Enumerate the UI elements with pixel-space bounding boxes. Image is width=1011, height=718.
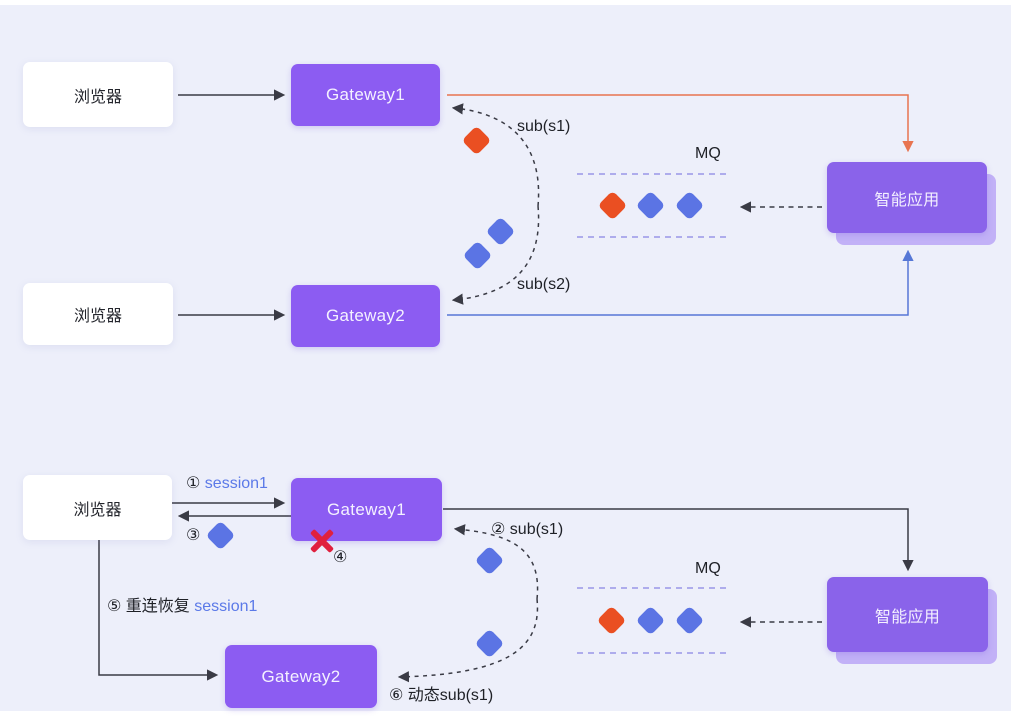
step1-label: ① session1 xyxy=(186,474,268,494)
browser-box-bottom: 浏览器 xyxy=(23,475,172,540)
wire-gateway1-to-app-orange xyxy=(447,94,914,153)
step3-number: ③ xyxy=(186,527,201,544)
browser-box-1: 浏览器 xyxy=(23,62,173,127)
dashed-curve-sub-s1-top xyxy=(451,103,540,207)
dashed-curve-dynamic-sub-s1 xyxy=(397,598,539,683)
browser-box-2: 浏览器 xyxy=(23,283,173,345)
browser-box-2-label: 浏览器 xyxy=(73,308,122,325)
wire-gateway2-to-app-blue xyxy=(447,249,914,316)
dashed-curve-sub-s2-top xyxy=(451,205,540,305)
step2-label: ② sub(s1) xyxy=(491,521,564,538)
gateway1-top-label: Gateway1 xyxy=(326,85,405,104)
gateway2-box-top: Gateway2 xyxy=(291,285,440,347)
step6-label: ⑥ 动态sub(s1) xyxy=(389,687,494,704)
app-bottom-label: 智能应用 xyxy=(874,608,941,626)
browser-bottom-label: 浏览器 xyxy=(73,501,122,519)
wire-browser-reconnect-to-gateway2 xyxy=(98,540,219,681)
step1-number: ① xyxy=(186,475,201,492)
browser-box-1-label: 浏览器 xyxy=(73,88,122,106)
sub-s2-label-top: sub(s2) xyxy=(517,276,571,293)
gateway1-bottom-label: Gateway1 xyxy=(327,499,406,519)
sub-s1-label-top: sub(s1) xyxy=(517,118,571,135)
mq-label-bottom: MQ xyxy=(695,560,721,577)
app-top-label: 智能应用 xyxy=(874,191,940,209)
step5-label: ⑤ 重连恢复 session1 xyxy=(107,597,257,617)
step5-text: ⑤ 重连恢复 xyxy=(107,598,190,615)
step4-number: ④ xyxy=(333,549,348,566)
gateway2-bottom-label: Gateway2 xyxy=(261,666,341,686)
gateway2-box-bottom: Gateway2 xyxy=(225,645,377,708)
mq-label-top: MQ xyxy=(695,145,721,162)
gateway1-box-top: Gateway1 xyxy=(291,64,440,126)
app-box-bottom: 智能应用 xyxy=(827,577,988,652)
top-white-strip xyxy=(0,0,1011,5)
wire-gateway1-to-app-bottom xyxy=(443,508,914,572)
app-box-top: 智能应用 xyxy=(827,162,987,233)
bottom-white-strip xyxy=(0,711,1011,718)
step1-session-text: session1 xyxy=(204,475,268,492)
step5-session-text: session1 xyxy=(194,598,258,615)
gateway2-top-label: Gateway2 xyxy=(326,306,405,325)
disconnect-x-icon xyxy=(306,525,338,557)
